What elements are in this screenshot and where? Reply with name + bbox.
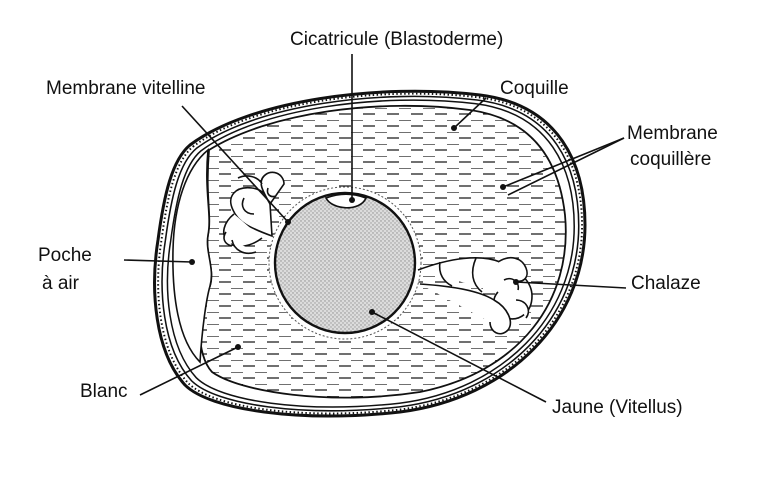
label-jaune: Jaune (Vitellus) <box>552 396 683 420</box>
label-poche-air-1: Poche <box>38 244 92 268</box>
label-poche-air-2: à air <box>42 272 79 296</box>
yolk <box>275 193 415 333</box>
label-coquille: Coquille <box>500 77 569 101</box>
label-cicatricule: Cicatricule (Blastoderme) <box>290 28 503 52</box>
label-membrane-vitelline: Membrane vitelline <box>46 77 205 101</box>
label-membrane-coquillere-1: Membrane <box>627 122 718 146</box>
label-blanc: Blanc <box>80 380 128 404</box>
label-membrane-coquillere-2: coquillère <box>630 148 711 172</box>
label-chalaze: Chalaze <box>631 272 701 296</box>
